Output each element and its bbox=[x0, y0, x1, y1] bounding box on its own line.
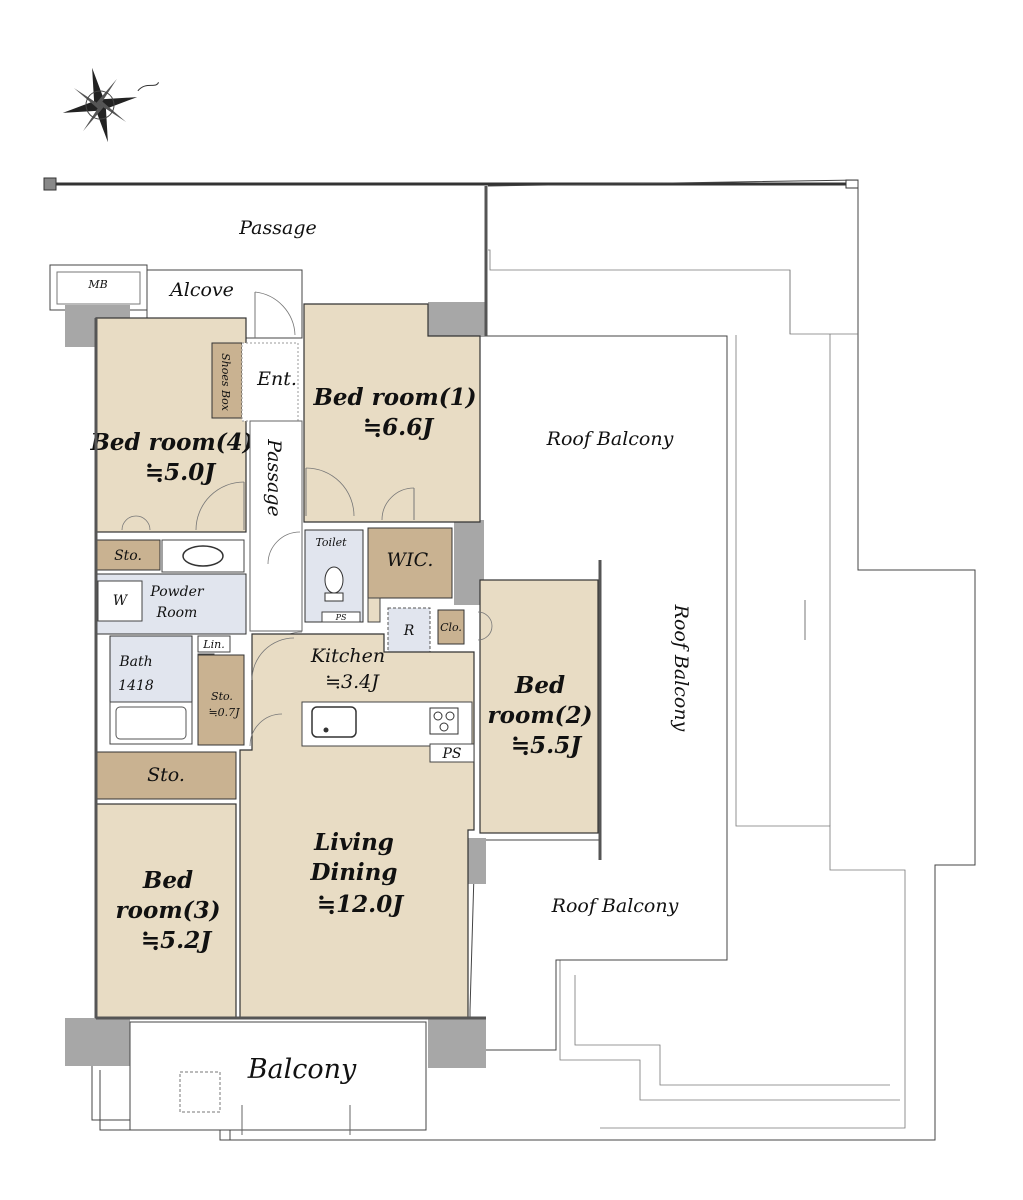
bedroom-2-name-1: Bed bbox=[514, 672, 565, 699]
bedroom-3-name-2: room(3) bbox=[116, 897, 221, 924]
balcony-label: Balcony bbox=[247, 1054, 357, 1085]
bedroom-4-name: Bed room(4) bbox=[89, 429, 253, 456]
bedroom-3 bbox=[95, 803, 237, 1019]
refrigerator-label: R bbox=[403, 623, 415, 639]
storage-2 bbox=[197, 654, 245, 746]
closet-label: Clo. bbox=[440, 621, 462, 634]
stove-icon bbox=[429, 707, 459, 735]
roof-balcony-label-right: Roof Balcony bbox=[670, 604, 692, 732]
bedroom-1-size: ≒6.6J bbox=[363, 414, 435, 441]
storage-2-size: ≒0.7J bbox=[208, 706, 240, 719]
kitchen-size: ≒3.4J bbox=[325, 671, 380, 693]
powder-room-label-1: Powder bbox=[149, 584, 205, 600]
toilet-label: Toilet bbox=[315, 536, 347, 549]
sink-icon bbox=[311, 706, 357, 738]
ps-3-label: PS bbox=[441, 746, 461, 762]
alcove-label: Alcove bbox=[168, 279, 234, 301]
entrance-label: Ent. bbox=[256, 368, 297, 390]
bedroom-4-size: ≒5.0J bbox=[145, 459, 217, 486]
roof-balcony-label-top: Roof Balcony bbox=[546, 428, 674, 450]
washbasin-icon bbox=[182, 545, 224, 567]
bedroom-2 bbox=[479, 579, 599, 834]
kitchen-label: Kitchen bbox=[310, 645, 385, 667]
toilet-icon bbox=[324, 566, 344, 602]
closet bbox=[437, 609, 465, 645]
passage-label: Passage bbox=[238, 217, 317, 239]
walk-in-closet bbox=[367, 527, 453, 599]
storage-1 bbox=[96, 539, 161, 571]
ps-1-label: PS bbox=[335, 613, 347, 622]
roof-balcony-label-bottom: Roof Balcony bbox=[551, 895, 679, 917]
bedroom-1-name: Bed room(1) bbox=[312, 384, 476, 411]
bedroom-1 bbox=[303, 303, 481, 523]
mb-label: MB bbox=[87, 278, 107, 291]
storage-2-label: Sto. bbox=[211, 690, 233, 703]
inner-passage-label: Passage bbox=[263, 438, 285, 517]
bathtub-icon bbox=[109, 701, 193, 745]
shoes-box-label: Shoes Box bbox=[219, 353, 232, 412]
storage-1-label: Sto. bbox=[114, 548, 142, 564]
bath-size-label: 1418 bbox=[118, 678, 154, 694]
living-size: ≒12.0J bbox=[317, 891, 405, 918]
bedroom-2-size: ≒5.5J bbox=[511, 732, 583, 759]
compass-rose-icon bbox=[62, 67, 160, 143]
bedroom-2-name-2: room(2) bbox=[488, 702, 593, 729]
wic-label: WIC. bbox=[387, 549, 434, 571]
shoes-box bbox=[211, 342, 243, 419]
bath-label: Bath bbox=[118, 654, 152, 670]
washer-label: W bbox=[113, 593, 129, 609]
storage-3-label: Sto. bbox=[147, 764, 185, 786]
linen-label: Lin. bbox=[202, 638, 224, 651]
bedroom-3-size: ≒5.2J bbox=[141, 927, 213, 954]
bedroom-3-name-1: Bed bbox=[142, 867, 193, 894]
powder-room-label-2: Room bbox=[156, 605, 198, 621]
living-label-1: Living bbox=[313, 829, 394, 856]
storage-3 bbox=[95, 751, 237, 800]
living-label-2: Dining bbox=[310, 859, 398, 886]
bath-room bbox=[109, 635, 193, 703]
